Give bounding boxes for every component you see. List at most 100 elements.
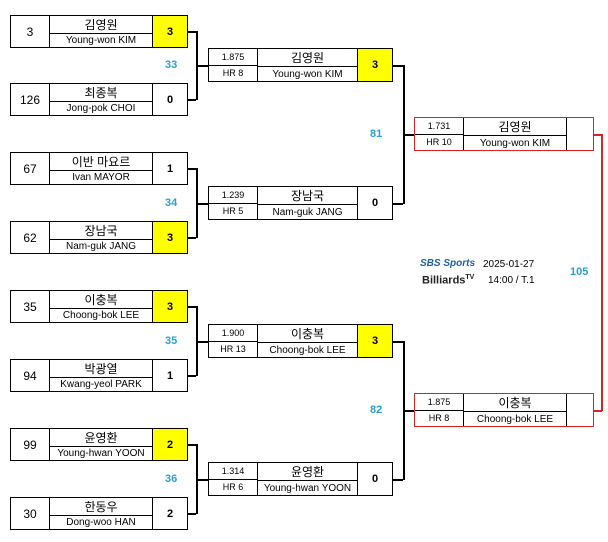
player-name-en: Jong-pok CHOI [66,103,136,114]
sbs-sports-logo: SBS Sports [420,258,476,269]
seed: 35 [11,291,50,322]
player-name-kr: 장남국 [50,222,152,240]
average: 1.731 [415,118,463,135]
match-number: 35 [165,335,178,347]
player-name-kr: 이반 마요르 [50,153,152,171]
connector [393,203,403,205]
score [566,394,593,426]
score: 2 [152,498,187,529]
player-name-kr: 최종복 [50,84,152,102]
match-number: 34 [165,197,178,209]
score: 0 [152,84,187,115]
player-name-kr: 김영원 [258,49,357,67]
average: 1.900 [209,325,257,342]
player-name-en: Kwang-yeol PARK [60,379,142,390]
final-connector [594,134,602,136]
player-name-kr: 이충복 [50,291,152,309]
score: 3 [152,222,187,253]
player-name-en: Choong-bok LEE [62,310,140,321]
player-name-en: Dong-woo HAN [66,517,136,528]
score: 3 [357,49,392,81]
tv-superscript: TV [465,274,475,281]
connector [196,479,208,481]
high-run: HR 5 [222,206,244,217]
player-name-kr: 이충복 [258,325,357,343]
billiards-text: Billiards [422,274,466,287]
final-connector [601,134,603,411]
billiards-tv-logo: BilliardsTV [422,274,474,287]
connector [188,513,196,515]
player-name-en: Young-won KIM [272,68,343,80]
high-run: HR 6 [222,482,244,493]
player-name-kr: 윤영환 [258,463,357,481]
player-name-kr: 장남국 [258,187,357,205]
player-name-en: Nam-guk JANG [272,206,343,218]
connector [403,134,414,136]
seed: 126 [11,84,50,115]
player-name-en: Young-hwan YOON [57,448,145,459]
player-name-en: Choong-bok LEE [269,344,346,356]
connector [196,341,208,343]
match-number: 81 [370,128,383,140]
seed: 62 [11,222,50,253]
match-date: 2025-01-27 [483,259,535,270]
connector [188,306,196,308]
score: 0 [357,187,392,219]
player-name-kr: 이충복 [464,394,566,412]
connector [188,31,196,33]
match-time-table: 14:00 / T.1 [488,275,535,286]
seed: 67 [11,153,50,184]
player-name-en: Young-hwan YOON [263,482,352,494]
connector [188,237,196,239]
player-name-kr: 김영원 [50,16,152,34]
connector [188,375,196,377]
connector [393,65,403,67]
average: 1.314 [209,463,257,480]
player-name-kr: 윤영환 [50,429,152,447]
score: 0 [357,463,392,495]
connector [196,65,208,67]
score: 3 [152,16,187,47]
player-name-en: Young-won KIM [479,137,551,149]
player-name-en: Ivan MAYOR [72,172,130,183]
match-number: 105 [570,266,589,278]
seed: 3 [11,16,50,47]
match-number: 82 [370,404,383,416]
connector [393,341,403,343]
connector [403,410,414,412]
match-number: 33 [165,59,178,71]
high-run: HR 10 [426,137,452,148]
connector [188,444,196,446]
average: 1.875 [415,394,463,411]
high-run: HR 8 [222,68,244,79]
connector [188,99,196,101]
connector [188,168,196,170]
average: 1.239 [209,187,257,204]
score: 1 [152,360,187,391]
connector [196,203,208,205]
score [566,118,593,150]
player-name-en: Young-won KIM [65,35,137,46]
high-run: HR 8 [428,413,450,424]
player-name-kr: 한동우 [50,498,152,516]
seed: 30 [11,498,50,529]
score: 3 [152,291,187,322]
seed: 94 [11,360,50,391]
player-name-kr: 박광열 [50,360,152,378]
seed: 99 [11,429,50,460]
score: 3 [357,325,392,357]
